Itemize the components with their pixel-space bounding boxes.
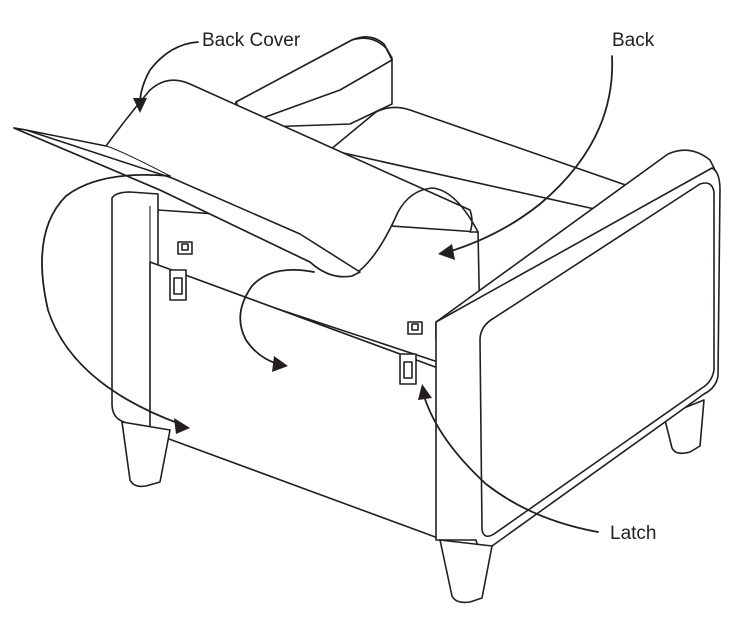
arrow-back: [438, 55, 614, 260]
seat-cushion: [329, 106, 641, 213]
latch-right-upper: [407, 321, 423, 335]
latch-left-upper: [177, 241, 193, 255]
arrow-cover-curl-center: [239, 269, 315, 372]
latch-label: Latch: [610, 523, 657, 544]
left-leg: [121, 421, 171, 488]
back-label: Back: [612, 30, 655, 51]
left-arm-rail: [235, 37, 393, 125]
back-cover-flap: [13, 127, 361, 278]
back-panel-top-edge: [149, 261, 439, 369]
right-front-leg: [439, 539, 493, 604]
right-arm-face: [479, 182, 715, 538]
back-cover-fold: [105, 145, 171, 177]
latch-left-lower: [169, 269, 187, 301]
arrow-cover-curl-left: [41, 173, 190, 434]
latch-right-lower: [399, 353, 417, 385]
arrow-back-cover: [133, 41, 199, 113]
back-cover-label: Back Cover: [202, 30, 301, 51]
arrow-latch: [418, 384, 599, 533]
